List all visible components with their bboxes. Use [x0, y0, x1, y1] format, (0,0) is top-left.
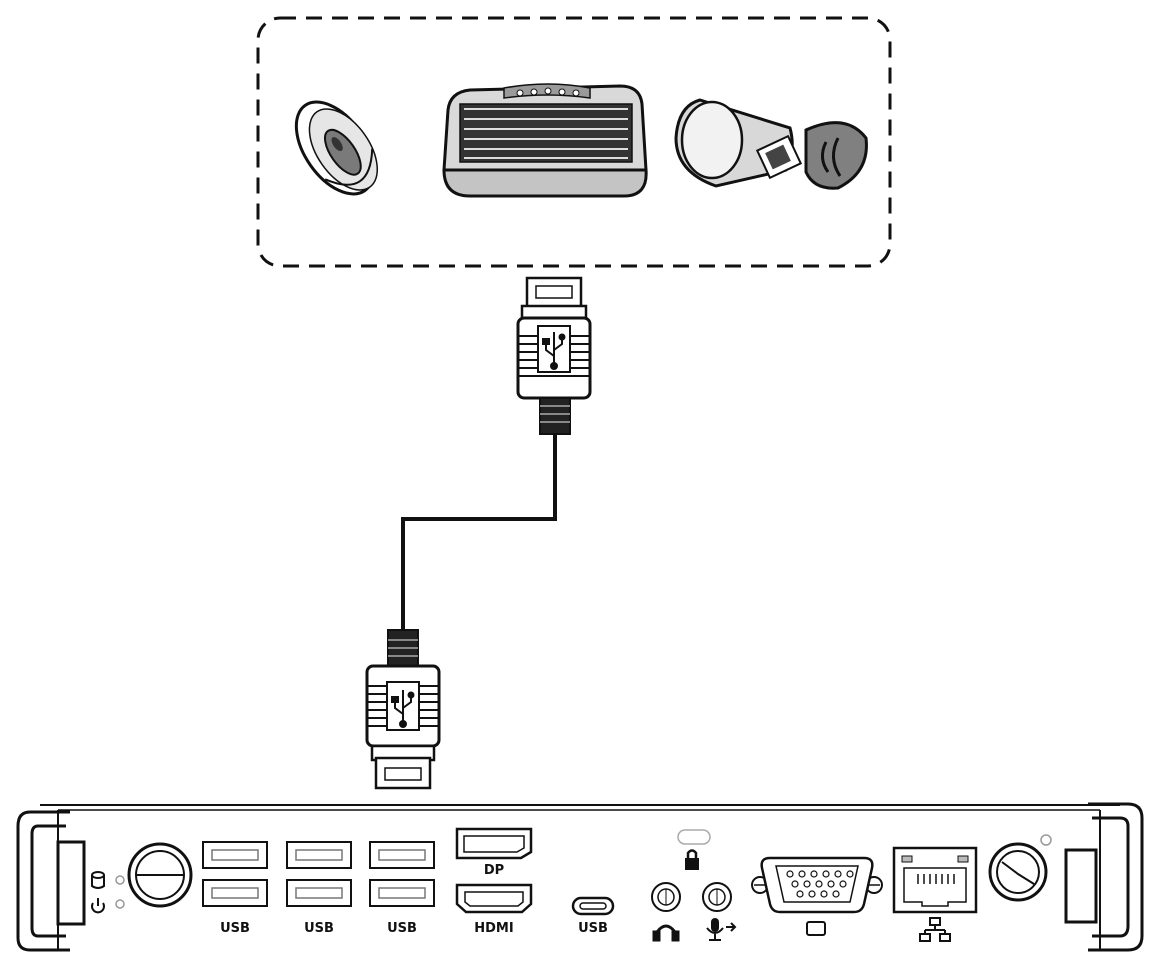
usb-drive-icon	[674, 98, 868, 190]
antenna-connector	[988, 842, 1048, 902]
power-led	[115, 899, 125, 909]
device-rear-panel: USB USB USB DP HDMI USB	[16, 802, 1144, 952]
hdmi-label: HDMI	[474, 921, 513, 936]
headphone-jack[interactable]	[651, 882, 681, 912]
right-handle	[1064, 802, 1144, 952]
usb-label-3: USB	[387, 921, 417, 936]
usb-c-port[interactable]	[571, 896, 615, 916]
keyboard-icon	[442, 83, 648, 198]
usb-cable	[401, 434, 557, 630]
power-jack	[127, 842, 193, 908]
usb-port-stack-1[interactable]	[202, 841, 268, 907]
usb-trident-icon	[391, 690, 415, 728]
monitor-icon	[806, 921, 826, 936]
peripheral-dashed-box	[256, 16, 892, 268]
usb-c-label: USB	[578, 921, 608, 936]
hdd-led	[115, 875, 125, 885]
vga-port[interactable]	[751, 856, 883, 914]
ethernet-port[interactable]	[892, 846, 978, 914]
usb-port-stack-2[interactable]	[286, 841, 352, 907]
left-handle	[16, 810, 86, 952]
peripheral-group	[256, 16, 892, 268]
network-icon	[919, 917, 951, 942]
headphone-icon	[652, 924, 680, 942]
usb-label-1: USB	[220, 921, 250, 936]
microphone-icon	[706, 918, 737, 941]
usb-connector-top	[516, 276, 592, 435]
mouse-icon	[294, 100, 379, 196]
usb-port-stack-3[interactable]	[369, 841, 435, 907]
hdd-indicator-icon	[91, 871, 105, 889]
dp-label: DP	[484, 863, 504, 878]
security-lock-slot	[677, 829, 711, 845]
microphone-jack[interactable]	[702, 882, 732, 912]
usb-connector-bottom	[365, 629, 441, 790]
hdmi-port[interactable]	[455, 883, 533, 914]
usb-trident-icon	[542, 332, 566, 370]
lock-icon	[685, 849, 699, 870]
power-indicator-icon	[91, 898, 105, 914]
displayport-port[interactable]	[455, 827, 533, 860]
usb-label-2: USB	[304, 921, 334, 936]
status-led	[1040, 834, 1052, 846]
